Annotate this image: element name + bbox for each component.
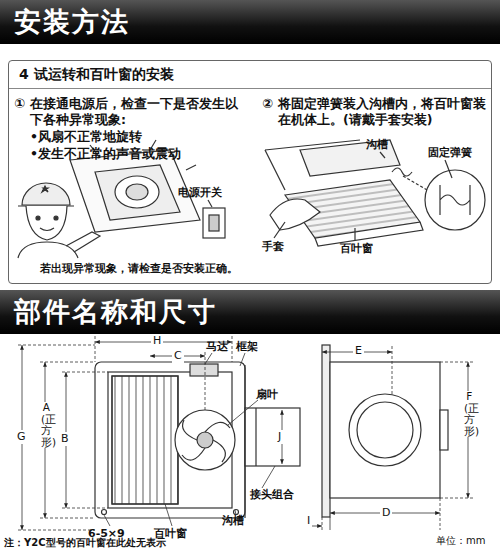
dimension-label: B: [59, 432, 71, 446]
part-label: 接头组合: [250, 488, 294, 502]
section-heading: 4 试运转和百叶窗的安装: [9, 61, 491, 89]
section-title: 部件名称和尺寸: [0, 290, 500, 334]
dimension-label: F(正方形): [462, 391, 477, 437]
part-label: 扇叶: [256, 388, 278, 402]
dimension-label: H: [151, 334, 163, 348]
dimension-label: A(正方形): [39, 402, 54, 448]
dimension-label: E: [353, 344, 364, 358]
part-label: 手套: [262, 240, 284, 254]
part-label: 马达: [206, 340, 228, 354]
section-box: 4 试运转和百叶窗的安装: [8, 60, 492, 284]
note-text: 注：Y2C型号的百叶窗在此处无表示: [4, 536, 166, 549]
part-label: 固定弹簧: [428, 146, 472, 160]
step-number: ②: [262, 96, 273, 113]
dimension-label: D: [380, 506, 392, 520]
bullet-text: •风扇不正常地旋转: [30, 129, 142, 145]
note-text: 若出现异常现象，请检查是否安装正确。: [40, 262, 238, 276]
part-label: 框架: [236, 340, 258, 354]
instruction-text: 将固定弹簧装入沟槽内，将百叶窗装在机体上。(请戴手套安装): [278, 96, 486, 129]
part-label: 电源开关: [178, 186, 222, 200]
header-band: 安装方法: [0, 0, 500, 44]
dimension-label: C: [172, 349, 184, 363]
dimension-label: I: [305, 514, 312, 528]
step-number: ①: [14, 96, 25, 113]
part-label: 百叶窗: [340, 242, 373, 256]
unit-note: 单位：mm: [436, 534, 485, 547]
title: 安装方法: [0, 0, 500, 44]
bullet-text: •发生不正常的声音或震动: [30, 146, 181, 162]
dimension-label: J: [276, 430, 283, 444]
part-label: 沟槽: [222, 514, 244, 528]
instruction-text: 在接通电源后，检查一下是否发生以下各种异常现象:: [30, 96, 238, 129]
dimension-label: G: [15, 430, 28, 444]
header-band: 部件名称和尺寸: [0, 290, 500, 334]
part-label: 沟槽: [366, 138, 388, 152]
